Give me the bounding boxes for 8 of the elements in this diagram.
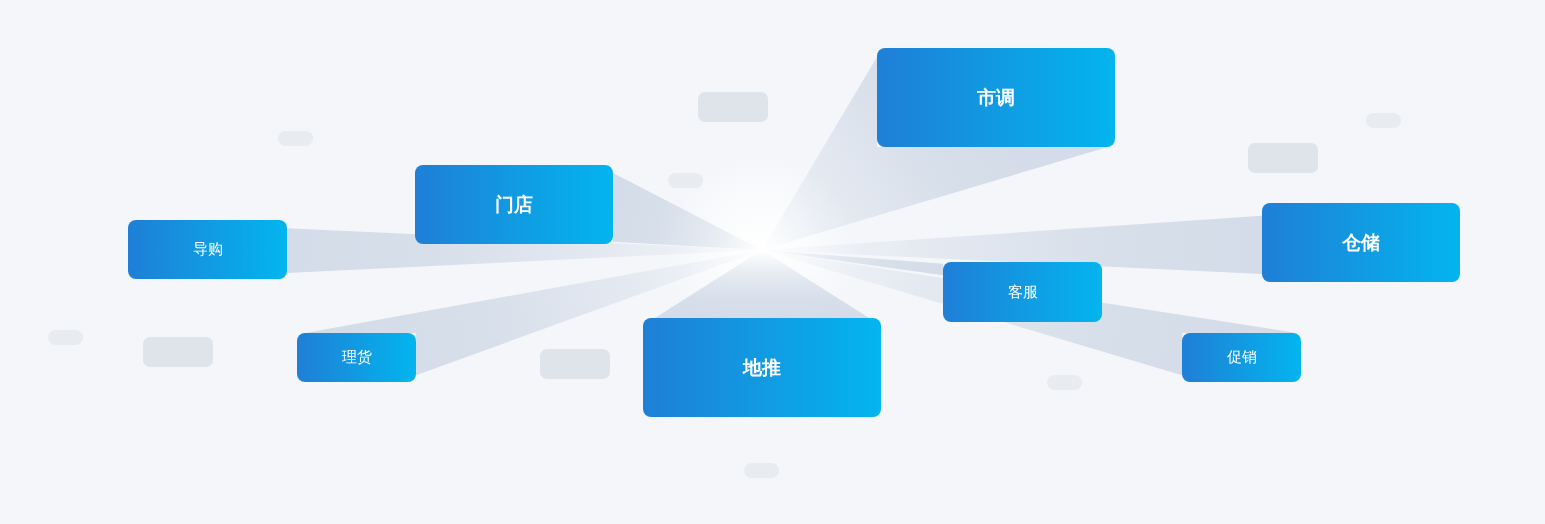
- tag-box: 导购: [128, 220, 287, 279]
- tag-box: 仓储: [1262, 203, 1460, 282]
- tag-box: 门店: [415, 165, 613, 244]
- tag-box: 市调: [877, 48, 1115, 147]
- tag-box: 促销: [1182, 333, 1301, 382]
- tag-box: 地推: [643, 318, 881, 417]
- tag-box: 客服: [943, 262, 1102, 322]
- tag-box: 理货: [297, 333, 416, 382]
